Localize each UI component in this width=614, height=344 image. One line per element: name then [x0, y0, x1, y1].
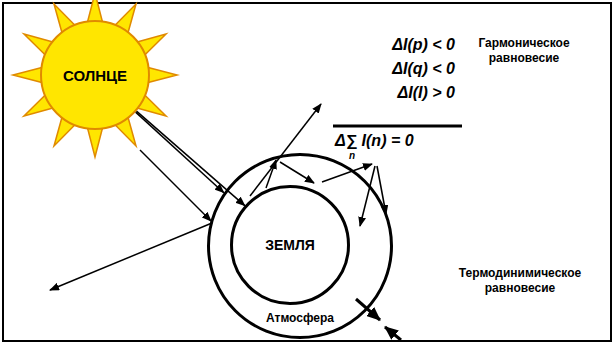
radiation-arrow [136, 112, 224, 193]
reflected-arrow [250, 104, 321, 196]
reflected-arrow [50, 223, 212, 290]
note: Термодинимическое равновесие [445, 266, 595, 296]
equilibrium-arrows [356, 299, 401, 340]
node-text: ЗЕМЛЯ [265, 237, 315, 253]
node-text: СОЛНЦЕ [63, 67, 127, 84]
equation: ΔI(p) < 0 [392, 36, 455, 54]
inner-arrow [280, 162, 314, 183]
note: Гармоническое равновесие [466, 36, 582, 66]
equation: Δ∑ I(n) = 0 [335, 132, 414, 150]
circle-shape [232, 187, 349, 304]
subscript: n [349, 150, 355, 161]
radiation-arrow [137, 111, 245, 206]
earth-circle: ЗЕМЛЯ [230, 185, 350, 305]
equation: ΔI(q) < 0 [392, 60, 455, 78]
radiation-arrows [50, 104, 386, 290]
circle-shape [209, 155, 392, 338]
equation: ΔI(I) > 0 [398, 84, 455, 102]
incoming-arrow [385, 327, 401, 340]
frame [3, 3, 611, 341]
circle-shape [41, 21, 149, 129]
ray-arrow [140, 150, 211, 221]
atmosphere-circle: Атмосфера ЗЕМЛЯ [207, 153, 393, 339]
inner-arrow [360, 166, 375, 226]
fraction-bar [333, 125, 462, 128]
node-text: Атмосфера [266, 311, 334, 325]
inner-arrow [266, 160, 276, 188]
sun-rays [13, 0, 177, 157]
sun-circle: СОЛНЦЕ [40, 20, 150, 130]
